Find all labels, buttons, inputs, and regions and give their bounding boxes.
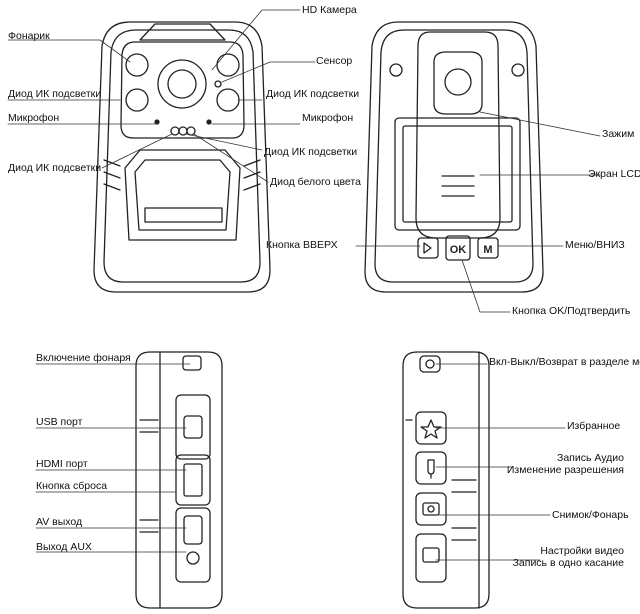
video-icon xyxy=(422,547,440,563)
lcd-screen xyxy=(402,125,513,223)
leader-white-led xyxy=(193,133,269,183)
label-aux: Выход AUX xyxy=(36,541,92,553)
right-side-view xyxy=(402,351,490,609)
star-icon xyxy=(420,419,442,439)
menu-down-button xyxy=(477,237,499,259)
screw-icon xyxy=(389,63,403,77)
label-video-settings: Настройки видео xyxy=(540,545,624,557)
audio-button xyxy=(415,451,447,485)
camera-icon xyxy=(422,502,440,516)
label-favorite: Избранное xyxy=(567,420,621,432)
lcd-screen-frame xyxy=(394,117,521,231)
label-sensor: Сенсор xyxy=(316,55,353,67)
leader-clip xyxy=(479,111,601,137)
sensor-icon xyxy=(214,80,222,88)
leader-flashlight xyxy=(7,39,131,63)
label-menu-down: Меню/ВНИЗ xyxy=(565,239,625,251)
front-view xyxy=(93,21,271,293)
label-power: Вкл-Выкл/Возврат в разделе меню xyxy=(489,356,640,368)
up-button xyxy=(417,237,439,259)
label-ir-right: Диод ИК подсветки xyxy=(266,88,360,100)
front-top-notch xyxy=(139,23,226,41)
label-flashlight: Фонарик xyxy=(8,30,50,42)
back-body-outline xyxy=(364,21,544,293)
flashlight-icon xyxy=(125,53,149,77)
label-ir-bottom-left: Диод ИК подсветки xyxy=(8,162,102,174)
front-clip-slot xyxy=(144,207,223,223)
ir-led-icon xyxy=(216,53,240,77)
leader-hd-camera xyxy=(211,9,301,71)
mic-icon xyxy=(427,459,435,479)
belt-clip-top xyxy=(433,51,483,115)
right-side-outline xyxy=(402,351,490,609)
back-body-inner xyxy=(374,29,534,283)
play-icon xyxy=(423,242,432,254)
label-av: AV выход xyxy=(36,516,83,528)
label-usb: USB порт xyxy=(36,416,83,428)
video-button xyxy=(415,533,447,583)
camera-lens-ring-icon xyxy=(157,59,207,109)
front-grip-line xyxy=(103,183,121,191)
camera-lens-small-icon xyxy=(427,505,435,513)
front-body-inner xyxy=(103,29,261,283)
front-body-outline xyxy=(93,21,271,293)
front-grip-line xyxy=(243,159,261,167)
av-port xyxy=(183,515,203,545)
hdmi-port xyxy=(183,463,203,497)
label-hdmi: HDMI порт xyxy=(36,458,88,470)
label-white-led: Диод белого цвета xyxy=(270,176,361,188)
screw-icon xyxy=(511,63,525,77)
label-flash-switch: Включение фонаря xyxy=(36,352,131,364)
microphone-hole-icon xyxy=(206,119,212,125)
label-ok-button: Кнопка OK/Подтвердить xyxy=(512,305,631,317)
left-side-view xyxy=(135,351,223,609)
label-ir-left: Диод ИК подсветки xyxy=(8,88,102,100)
ir-led-icon xyxy=(216,88,240,112)
m-button-glyph: M xyxy=(483,244,492,256)
label-up-button: Кнопка ВВЕРХ xyxy=(266,239,338,251)
front-face-panel xyxy=(120,41,245,139)
label-audio-record: Запись Аудио xyxy=(557,452,624,464)
belt-clip xyxy=(415,31,501,239)
leader-ok xyxy=(461,259,511,313)
label-snapshot: Снимок/Фонарь xyxy=(552,509,629,521)
flashlight-switch xyxy=(182,355,202,371)
front-lower-window xyxy=(134,159,231,231)
ok-button xyxy=(445,235,471,261)
left-side-outline xyxy=(135,351,223,609)
label-reset: Кнопка сброса xyxy=(36,480,108,492)
hdmi-cover xyxy=(175,454,211,506)
label-clip: Зажим xyxy=(602,128,635,140)
ir-led-icon xyxy=(125,88,149,112)
ok-button-glyph: OK xyxy=(450,244,467,256)
label-resolution: Изменение разрешения xyxy=(506,464,624,476)
label-one-touch: Запись в одно касание xyxy=(512,557,624,569)
leader-ir-bottom-left xyxy=(101,133,173,169)
clip-screw-icon xyxy=(444,68,472,96)
leader-sensor xyxy=(221,61,316,83)
front-grip-line xyxy=(243,183,261,191)
label-lcd: Экран LCD xyxy=(588,168,640,180)
front-grip-line xyxy=(103,171,121,179)
label-hd-camera: HD Камера xyxy=(302,4,357,16)
front-lower-panel xyxy=(124,149,241,241)
back-view: OK M xyxy=(364,21,544,293)
power-icon xyxy=(425,359,435,369)
camera-lens-icon xyxy=(167,69,197,99)
av-cover xyxy=(175,507,211,583)
label-mic-right: Микрофон xyxy=(302,112,354,124)
leader-lines xyxy=(7,9,601,561)
snapshot-button xyxy=(415,492,447,526)
usb-cover xyxy=(175,394,211,460)
front-grip-line xyxy=(243,171,261,179)
label-ir-bottom-right: Диод ИК подсветки xyxy=(264,146,358,158)
microphone-hole-icon xyxy=(154,119,160,125)
usb-cover-inner xyxy=(183,415,203,439)
aux-port-icon xyxy=(186,551,200,565)
label-mic-left: Микрофон xyxy=(8,112,60,124)
